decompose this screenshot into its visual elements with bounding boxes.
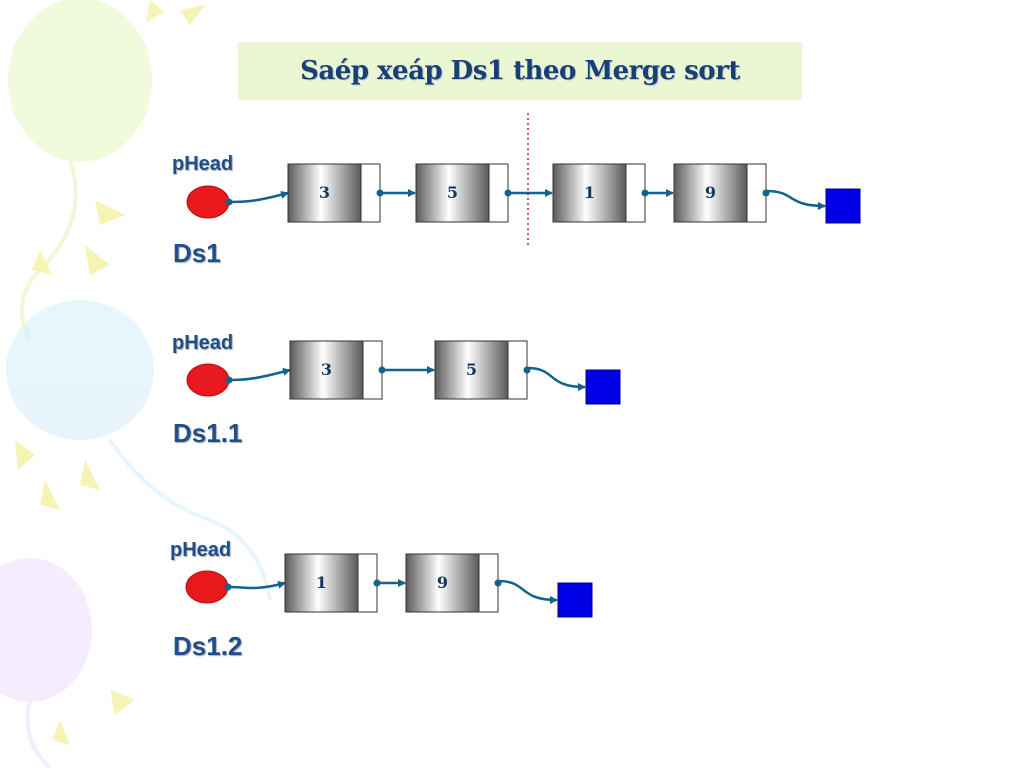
node-value: 5: [447, 183, 458, 202]
list3-pointer-label: pHead: [170, 539, 232, 561]
list2-name: Ds1.1: [173, 418, 243, 448]
null-link-arrow: [765, 189, 826, 210]
list1-name: Ds1: [173, 238, 221, 268]
head-link-arrow: [227, 580, 286, 590]
node-data-cell: [673, 163, 748, 223]
null-terminator: [825, 188, 861, 224]
null-link-arrow: [497, 579, 558, 604]
node-value: 9: [437, 573, 448, 592]
head-pointer-node: [185, 570, 229, 604]
node-value: 5: [466, 360, 477, 379]
node-data-cell: [289, 340, 364, 400]
node-value: 9: [705, 183, 716, 202]
balloon-purple-icon: [0, 558, 92, 768]
title-banner: Saép xeáp Ds1 theo Merge sort: [238, 42, 802, 100]
node-value: 3: [319, 183, 330, 202]
null-link-arrow: [526, 366, 586, 391]
list3-name: Ds1.2: [173, 631, 243, 661]
head-link-arrow: [228, 367, 291, 382]
head-link-arrow: [228, 190, 289, 204]
node-data-cell: [405, 553, 480, 613]
sparkle-rays-icon: [15, 0, 205, 745]
null-terminator: [585, 369, 621, 405]
node-value: 1: [316, 573, 327, 592]
node-data-cell: [284, 553, 359, 613]
head-pointer-node: [186, 363, 230, 397]
list2-pointer-label: pHead: [172, 332, 234, 354]
node-value: 1: [584, 183, 595, 202]
node-data-cell: [415, 163, 490, 223]
balloon-blue-icon: [6, 300, 272, 601]
page-title: Saép xeáp Ds1 theo Merge sort: [300, 56, 740, 86]
null-terminator: [557, 582, 593, 618]
list1-pointer-label: pHead: [172, 153, 234, 175]
node-value: 3: [321, 360, 332, 379]
head-pointer-node: [186, 185, 230, 219]
